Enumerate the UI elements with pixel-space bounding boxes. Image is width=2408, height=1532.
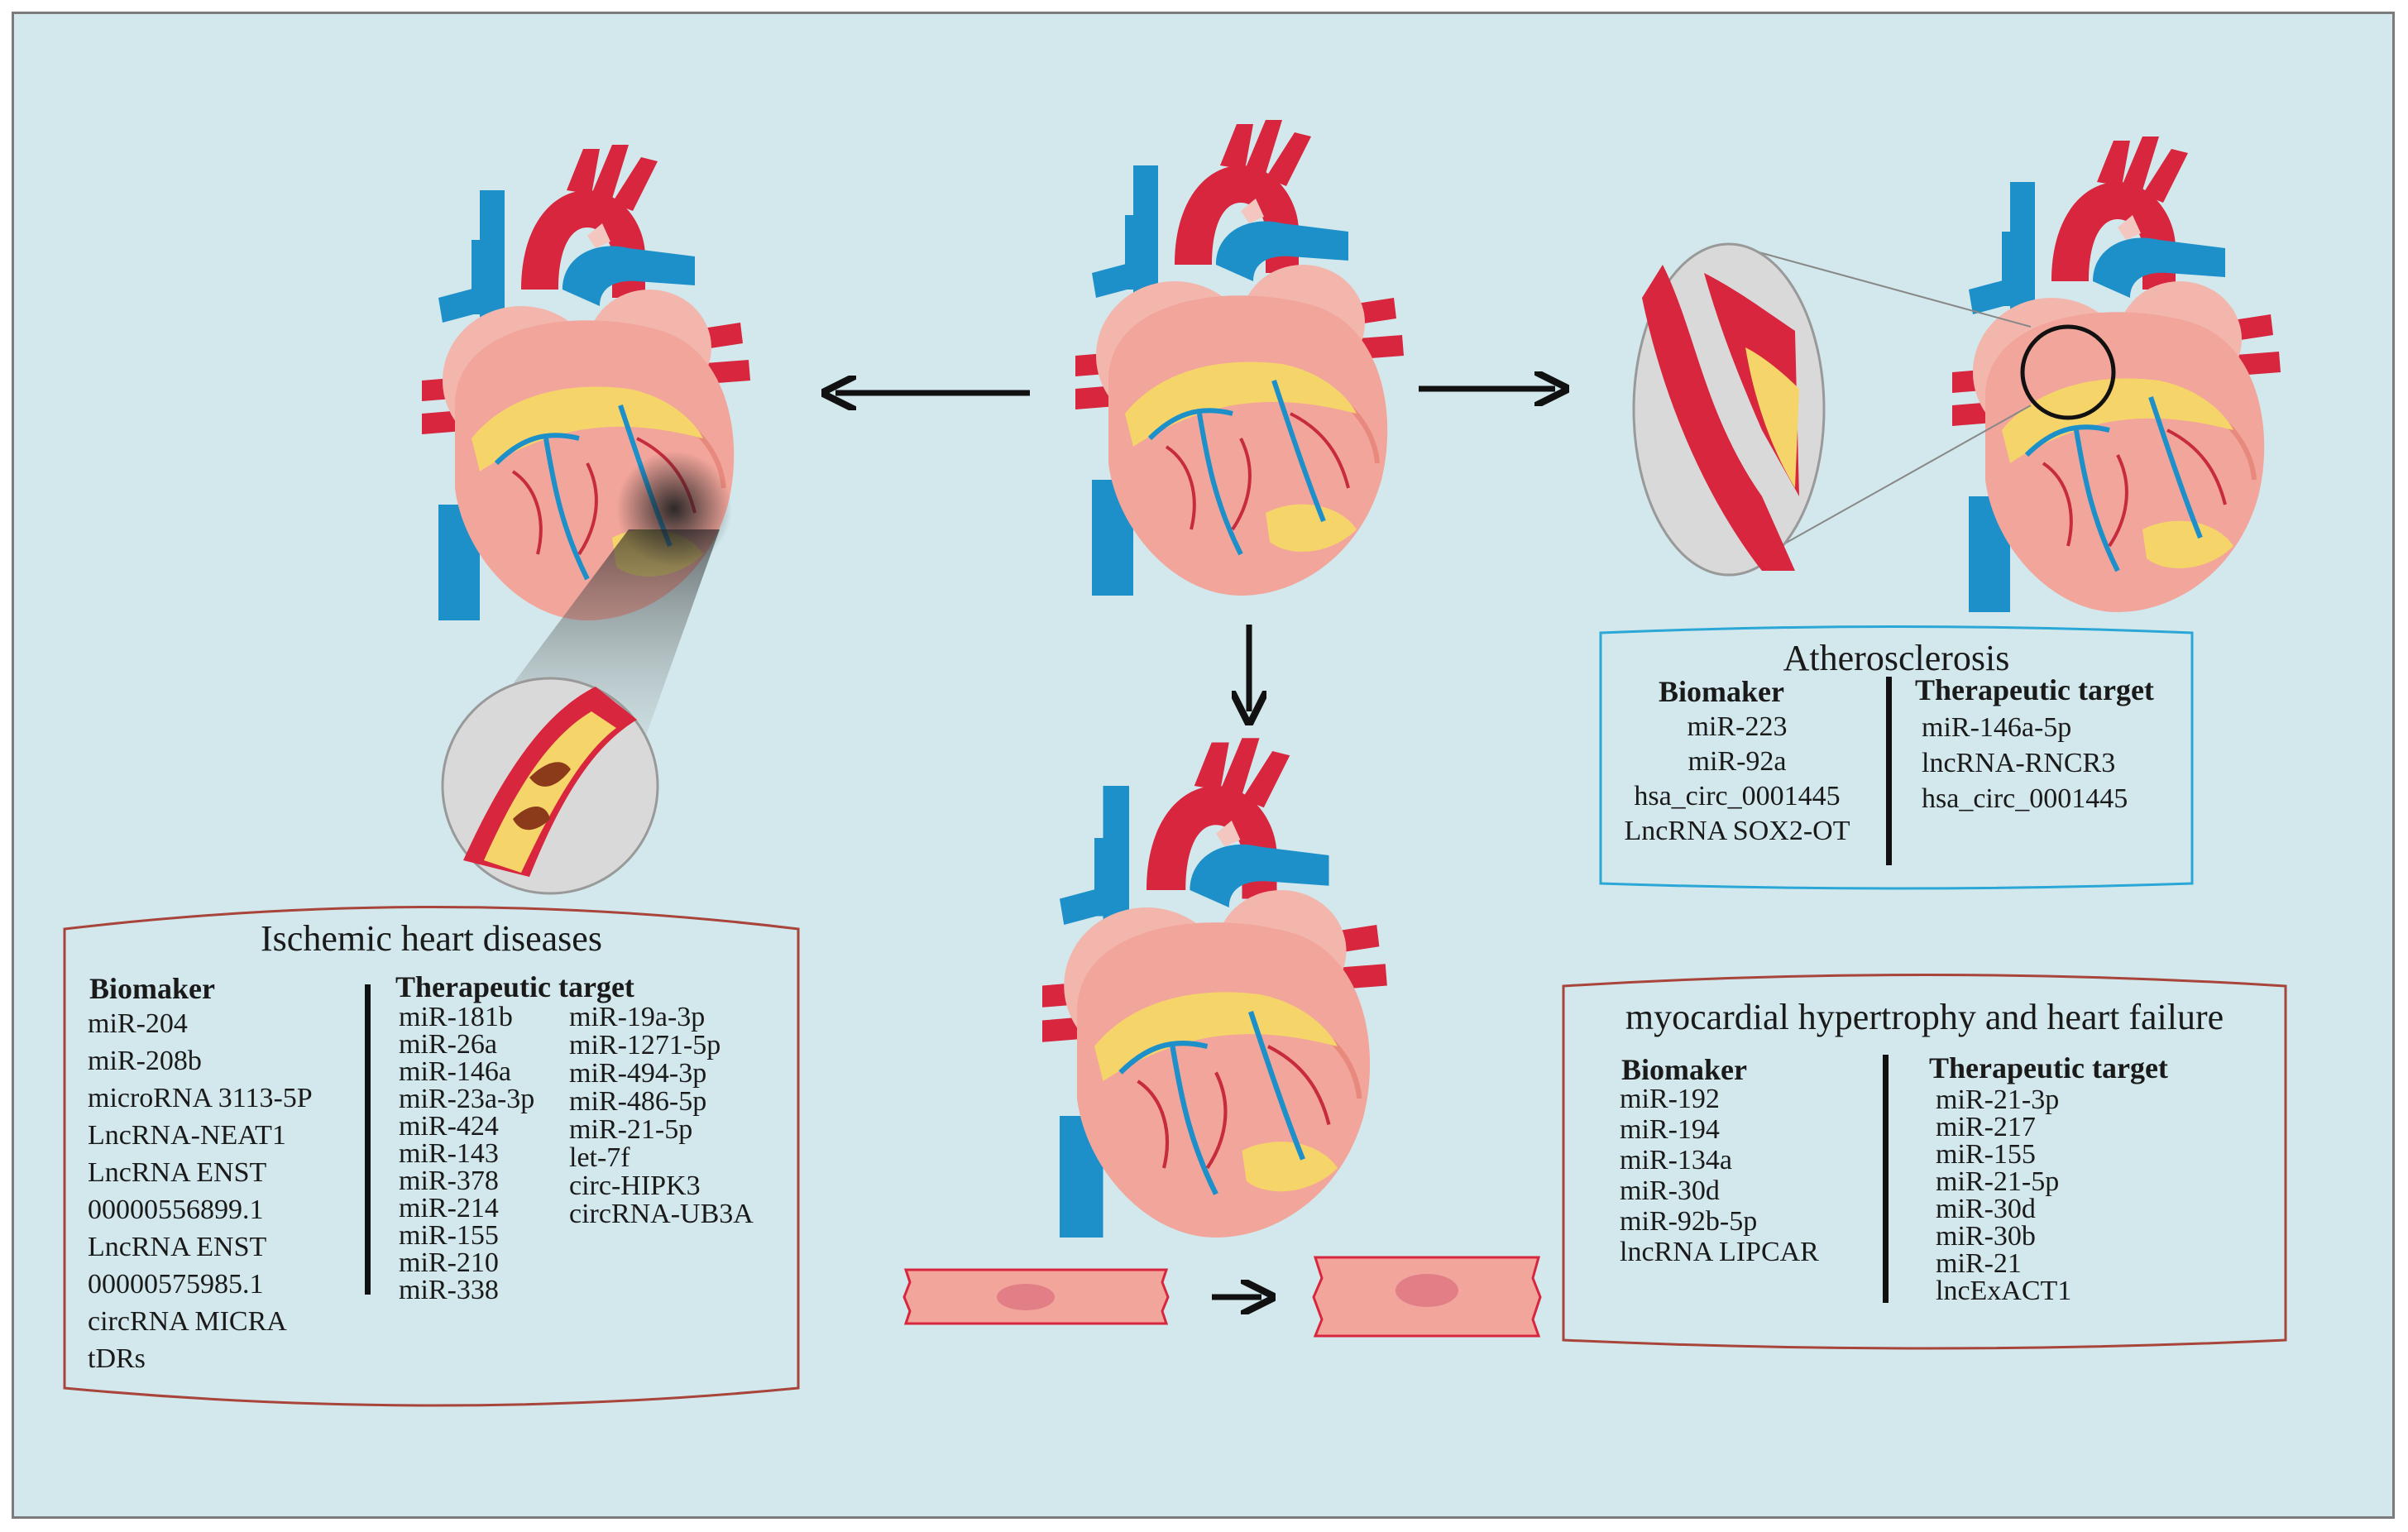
list-item: miR-92b-5p [1620,1206,1758,1237]
atherosclerosis-target-list: miR-146a-5p lncRNA-RNCR3 hsa_circ_000144… [1922,710,2128,816]
list-item: miR-486-5p [569,1086,707,1117]
list-item: LncRNA-NEAT1 [88,1120,286,1151]
list-item: LncRNA ENST [88,1157,267,1188]
hypertrophy-box-outline [1562,974,2287,1350]
hypertrophy-biomarker-list: miR-192 miR-194 miR-134a miR-30d miR-92b… [1620,1084,1819,1267]
hypertrophy-target-list: miR-21-3p miR-217 miR-155 miR-21-5p miR-… [1936,1086,2071,1305]
list-item: miR-21-3p [1936,1084,2060,1115]
list-item: miR-217 [1936,1112,2036,1142]
list-item: circRNA-UB3A [569,1199,754,1229]
list-item: hsa_circ_0001445 [1922,783,2128,814]
list-item: let-7f [569,1142,630,1173]
ischemic-biomarker-list: miR-204 miR-208b microRNA 3113-5P LncRNA… [88,1005,313,1377]
list-item: miR-338 [399,1275,499,1305]
list-item: miR-192 [1620,1084,1720,1114]
list-item: lncRNA LIPCAR [1620,1237,1819,1267]
ischemic-biomarker-heading: Biomaker [89,972,215,1005]
list-item: miR-146a-5p [1922,712,2072,743]
list-item: microRNA 3113-5P [88,1083,313,1113]
atherosclerosis-biomarker-heading: Biomaker [1659,675,1784,708]
ischemic-target-list-2: miR-19a-3p miR-1271-5p miR-494-3p miR-48… [569,1003,754,1228]
atherosclerosis-target-heading: Therapeutic target [1915,673,2154,706]
list-item: LncRNA ENST [88,1232,267,1262]
list-item: miR-30b [1936,1221,2036,1252]
heart-icon-atherosclerosis [1952,136,2281,612]
ischemic-target-list-1: miR-181b miR-26a miR-146a miR-23a-3p miR… [399,1002,535,1305]
list-item: miR-210 [399,1247,499,1278]
list-item: miR-134a [1620,1145,1732,1175]
hypertrophy-panel: myocardial hypertrophy and heart failure… [1563,976,2286,1348]
list-item: miR-204 [88,1008,188,1039]
list-item: circRNA MICRA [88,1306,287,1337]
list-item: 00000556899.1 [88,1194,264,1225]
cardiomyocyte-icon-normal [902,1268,1170,1325]
ischemic-target-heading: Therapeutic target [395,970,634,1003]
list-item: miR-26a [399,1029,497,1060]
atherosclerosis-panel: Atherosclerosis Biomaker miR-223 miR-92a… [1601,629,2192,889]
list-item: miR-19a-3p [569,1002,706,1032]
list-item: miR-1271-5p [569,1030,721,1060]
heart-icon-healthy [1075,120,1404,596]
hypertrophy-divider [1883,1055,1889,1303]
list-item: miR-146a [399,1056,511,1087]
cardiomyocyte-icon-hypertrophic [1312,1256,1542,1338]
ischemic-box-outline [63,906,800,1407]
ischemic-divider [365,984,371,1295]
list-item: miR-155 [399,1220,499,1251]
list-item: miR-208b [88,1046,202,1076]
list-item: miR-155 [1936,1139,2036,1170]
list-item: miR-143 [399,1138,499,1169]
list-item: miR-30d [1620,1175,1720,1206]
atherosclerosis-biomarker-list: miR-223 miR-92a hsa_circ_0001445 LncRNA … [1601,710,1874,849]
hypertrophy-target-heading: Therapeutic target [1929,1051,2168,1084]
list-item: 00000575985.1 [88,1269,264,1300]
list-item: miR-194 [1620,1114,1720,1145]
list-item: miR-378 [399,1166,499,1196]
list-item: miR-92a [1688,746,1787,777]
ischemic-title: Ischemic heart diseases [261,918,602,959]
list-item: miR-223 [1687,711,1788,742]
hypertrophy-biomarker-heading: Biomaker [1621,1053,1747,1086]
list-item: tDRs [88,1343,146,1374]
list-item: miR-214 [399,1193,499,1223]
list-item: hsa_circ_0001445 [1634,781,1841,811]
artery-plaque-icon-atherosclerosis [1632,242,2116,577]
list-item: lncRNA-RNCR3 [1922,748,2116,778]
heart-icon-hypertrophy [1042,738,1387,1238]
list-item: miR-21-5p [1936,1166,2060,1197]
list-item: miR-21 [1936,1248,2022,1279]
list-item: miR-30d [1936,1194,2036,1224]
list-item: miR-181b [399,1002,513,1032]
atherosclerosis-box-outline [1599,625,2194,890]
list-item: miR-494-3p [569,1058,707,1089]
hypertrophy-title: myocardial hypertrophy and heart failure [1625,997,2224,1037]
list-item: miR-424 [399,1111,499,1142]
artery-plaque-icon-ischemic [441,677,659,895]
list-item: miR-21-5p [569,1114,693,1145]
list-item: miR-23a-3p [399,1084,535,1114]
ischemic-panel: Ischemic heart diseases Biomaker miR-204… [65,906,798,1402]
atherosclerosis-title: Atherosclerosis [1783,638,2010,678]
list-item: circ-HIPK3 [569,1171,701,1201]
list-item: lncExACT1 [1936,1276,2072,1306]
list-item: LncRNA SOX2-OT [1624,816,1850,846]
atherosclerosis-divider [1886,677,1892,865]
